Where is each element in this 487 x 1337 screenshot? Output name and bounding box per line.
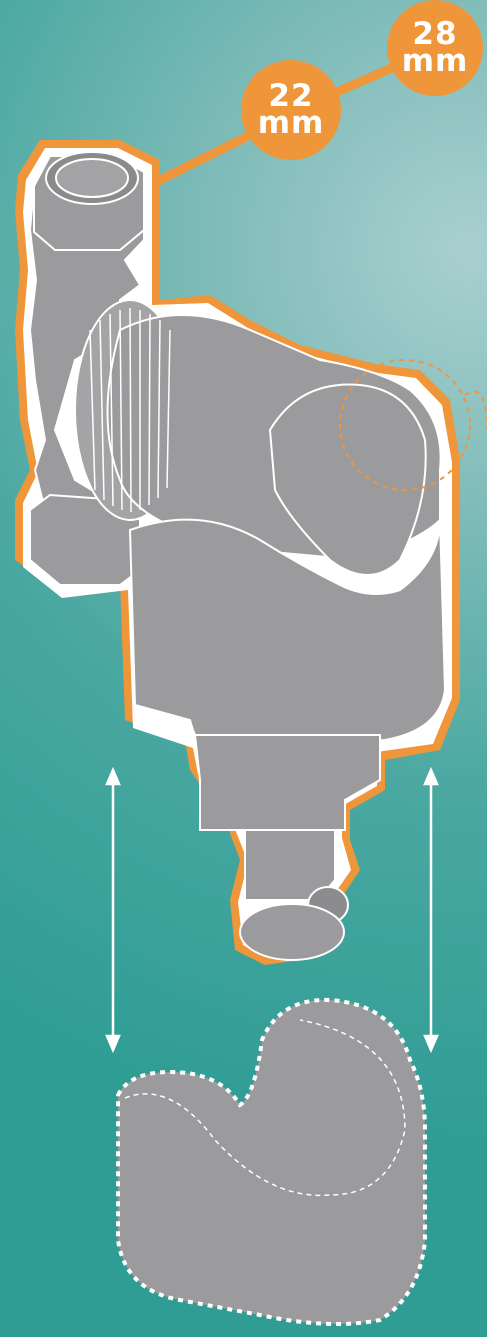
height-arrow-right	[425, 770, 437, 1050]
size-badge-22mm-unit: mm	[258, 110, 325, 137]
size-badge-22mm: 22 mm	[241, 60, 341, 160]
drain-stem	[195, 735, 380, 830]
size-badge-28mm: 28 mm	[387, 0, 483, 96]
height-arrow-left	[107, 770, 119, 1050]
removed-canister-silhouette	[118, 1000, 425, 1324]
size-badge-28mm-unit: mm	[402, 48, 469, 75]
